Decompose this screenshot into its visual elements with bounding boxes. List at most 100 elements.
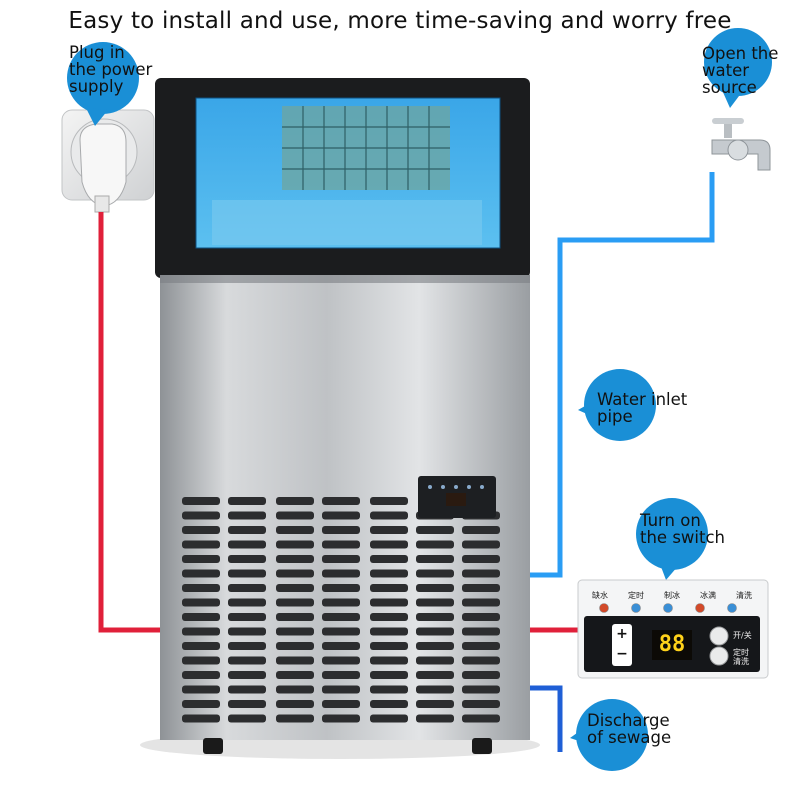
vent-slot: [182, 511, 220, 520]
vent-slot: [322, 656, 360, 665]
indicator-light: [663, 603, 673, 613]
vent-slot: [182, 656, 220, 665]
vent-slot: [462, 671, 500, 679]
vent-slot: [322, 555, 360, 563]
vent-slot: [322, 700, 360, 708]
vent-slot: [182, 685, 220, 694]
drain-pipe: [530, 685, 563, 752]
vent-slot: [462, 714, 500, 723]
foot-left: [203, 738, 223, 754]
callout-switch-label: Turn on the switch: [640, 511, 725, 547]
vent-slot: [182, 584, 220, 592]
vent-slot: [276, 584, 314, 592]
vent-slot: [182, 526, 220, 534]
vent-slot: [462, 540, 500, 549]
vent-slot: [182, 714, 220, 723]
vent-slot: [182, 540, 220, 549]
vent-slot: [182, 598, 220, 607]
control-panel-enlarged: [577, 579, 769, 679]
vent-slot: [416, 642, 454, 650]
vent-slot: [322, 569, 360, 578]
vent-slot: [322, 598, 360, 607]
vent-slot: [462, 642, 500, 650]
vent-slot: [416, 526, 454, 534]
water-inlet-pipe: [530, 172, 715, 578]
vent-slot: [182, 671, 220, 679]
vent-slot: [182, 700, 220, 708]
vent-slot: [462, 555, 500, 563]
vent-slot: [322, 540, 360, 549]
indicator-light: [599, 603, 609, 613]
vent-slot: [416, 613, 454, 621]
vent-slot: [370, 656, 408, 665]
bubble-inlet: [584, 369, 656, 441]
vent-slot: [322, 671, 360, 679]
vent-slot: [416, 540, 454, 549]
vent-slot: [370, 584, 408, 592]
vent-slot: [370, 671, 408, 679]
indicator-label: 缺水: [592, 591, 608, 600]
vent-slot: [228, 526, 266, 534]
vent-slot: [462, 613, 500, 621]
vent-slot: [370, 511, 408, 520]
indicator-label: 冰满: [700, 591, 716, 600]
vent-slot: [370, 700, 408, 708]
display-screen: [652, 630, 692, 660]
callout-power-label: Plug in the power supply: [69, 43, 153, 96]
timer-clean-button: [709, 646, 729, 666]
indicator-light: [727, 603, 737, 613]
vent-slot: [462, 526, 500, 534]
vent-slot: [462, 598, 500, 607]
vent-slot: [228, 497, 266, 505]
bubble-sewage: [576, 699, 648, 771]
vent-slot: [276, 700, 314, 708]
vent-slot: [228, 671, 266, 679]
power-button: [709, 626, 729, 646]
power-label: 开/关: [733, 631, 752, 640]
vent-slot: [276, 685, 314, 694]
vent-slot: [416, 700, 454, 708]
vent-slot: [276, 569, 314, 578]
vent-slot: [370, 598, 408, 607]
minus-label[interactable]: −: [616, 646, 628, 662]
indicator-light: [631, 603, 641, 613]
vent-slot: [370, 613, 408, 621]
vent-slot: [276, 613, 314, 621]
vent-slot: [370, 526, 408, 534]
vent-slot: [276, 656, 314, 665]
vent-slot: [370, 685, 408, 694]
vent-slot: [228, 613, 266, 621]
vent-slot: [276, 642, 314, 650]
vent-slot: [322, 584, 360, 592]
vent-slot: [462, 627, 500, 636]
power-cable: [98, 212, 160, 633]
ice-grid: [282, 106, 450, 190]
vent-slot: [276, 714, 314, 723]
plus-label[interactable]: +: [616, 626, 628, 642]
callout-sewage-label: Discharge of sewage: [587, 711, 672, 747]
display-digits: 88: [658, 632, 686, 657]
vent-slot: [228, 598, 266, 607]
vent-slot: [276, 555, 314, 563]
power-socket: [61, 109, 155, 213]
vent-slot: [228, 511, 266, 520]
vent-slot: [276, 497, 314, 505]
vent-slot: [370, 569, 408, 578]
vent-slot: [276, 598, 314, 607]
vent-slot: [322, 613, 360, 621]
vent-slot: [416, 685, 454, 694]
vent-slot: [370, 714, 408, 723]
bubble-power: [67, 42, 139, 114]
vent-slot: [322, 526, 360, 534]
vent-slot: [322, 714, 360, 723]
vent-slot: [322, 511, 360, 520]
vent-slot: [228, 540, 266, 549]
water-tap: [711, 118, 771, 171]
vent-slot: [276, 627, 314, 636]
callout-inlet-label: Water inlet pipe: [597, 390, 688, 426]
vent-grille: [182, 497, 500, 723]
vent-slot: [182, 497, 220, 505]
vent-slot: [462, 656, 500, 665]
vent-slot: [276, 511, 314, 520]
